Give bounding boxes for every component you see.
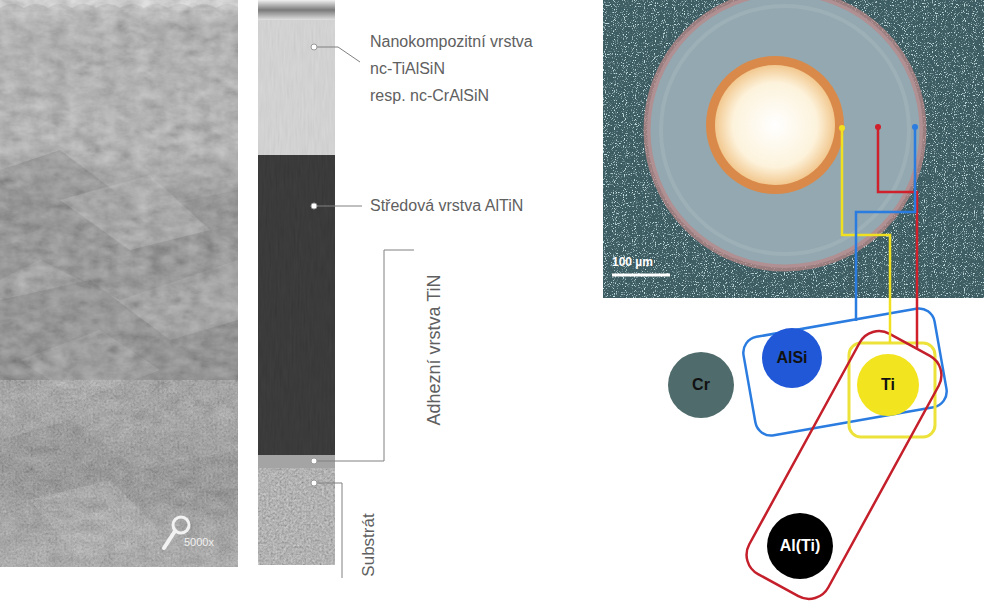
sem-micrograph-part <box>0 0 238 567</box>
leader-dots <box>311 44 317 486</box>
layer-label: Adhezní vrstva TiN <box>423 274 443 425</box>
layer-label: Nanokompozitní vrstva nc-TiAlSiN resp. n… <box>370 28 533 109</box>
leader-lines-part <box>314 250 414 461</box>
colour-leaders-part <box>839 125 845 131</box>
leader-lines-part <box>314 47 360 62</box>
leader-dots-part <box>311 458 317 464</box>
colour-leaders-part <box>856 127 915 321</box>
layer-label: Středová vrstva AlTiN <box>370 196 523 216</box>
group-outlines <box>739 306 950 607</box>
leader-lines <box>314 47 414 578</box>
leader-dots-part <box>311 480 317 486</box>
group-outlines-part <box>739 323 950 607</box>
sem-micrograph-part <box>0 380 238 567</box>
leader-lines-part <box>314 206 362 207</box>
label-word: nc-CrAlSiN <box>410 87 489 104</box>
layer-label: Substrát <box>358 513 378 576</box>
node-label: AlSi <box>776 349 807 367</box>
sem-micrograph <box>0 0 238 567</box>
colour-leaders-part <box>912 124 918 130</box>
calotest-photo-part <box>612 274 670 277</box>
colour-leaders <box>839 124 918 348</box>
layer-strip-part <box>258 20 335 155</box>
leader-dots-part <box>311 44 317 50</box>
layer-strip-part <box>258 20 335 155</box>
node-label: Al(Ti) <box>780 537 821 555</box>
label-word: Nanokompozitní <box>370 33 486 50</box>
magnification-label: 5000x <box>184 536 214 549</box>
scale-label: 100 µm <box>612 255 653 269</box>
node-label: Cr <box>692 376 710 394</box>
sem-micrograph-part <box>0 0 238 567</box>
layer-strip <box>258 0 335 565</box>
element-circle: Cr <box>668 352 734 418</box>
group-outlines-part <box>849 343 935 437</box>
colour-leaders-part <box>875 124 881 130</box>
calotest-photo-part <box>647 0 923 268</box>
colour-leaders-part <box>842 128 890 343</box>
leader-dots-part <box>311 203 317 209</box>
label-word: vrstva <box>490 33 533 50</box>
calotest-photo-part <box>647 0 923 268</box>
layer-strip-part <box>258 155 335 455</box>
element-circle: Ti <box>857 354 919 416</box>
layer-strip-part <box>258 0 335 20</box>
magnifier-icon-part <box>164 531 175 548</box>
label-word: nc-TiAlSiN <box>370 55 533 82</box>
label-word: resp. <box>370 87 406 104</box>
calotest-photo-part <box>715 65 835 185</box>
element-circle: AlSi <box>762 328 822 388</box>
calotest-photo <box>603 0 984 298</box>
calotest-photo-part <box>706 56 844 194</box>
layer-strip-part <box>258 155 335 455</box>
element-circle: Al(Ti) <box>767 513 833 579</box>
colour-leaders-part <box>878 127 917 348</box>
node-label: Ti <box>881 376 895 394</box>
calotest-photo-part <box>661 6 909 254</box>
leader-lines-part <box>314 483 342 578</box>
